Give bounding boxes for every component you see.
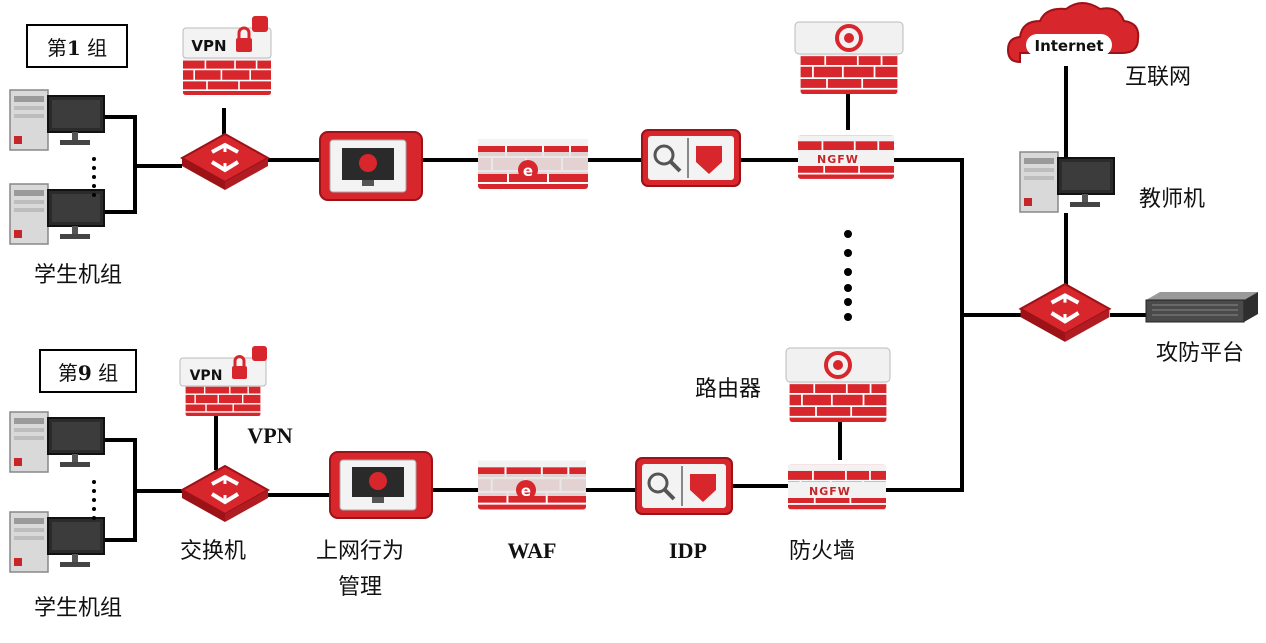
svg-text:NGFW: NGFW — [817, 153, 859, 166]
attack-defense-platform-icon — [1145, 292, 1258, 323]
firewall-icon: NGFW — [798, 134, 894, 180]
students-label: 学生机组 — [34, 596, 122, 621]
behavior-management-icon — [329, 451, 433, 519]
ellipsis-dots — [92, 480, 96, 520]
router-icon — [785, 347, 891, 422]
idp-icon — [641, 129, 741, 187]
svg-text:NGFW: NGFW — [809, 485, 851, 498]
svg-text:e: e — [523, 162, 533, 180]
internet-label: 互联网 — [1125, 65, 1191, 90]
firewall-label: 防火墙 — [789, 539, 855, 564]
link-firewall1-core — [890, 158, 964, 492]
svg-text:VPN: VPN — [190, 368, 223, 384]
firewall-icon: NGFW — [788, 463, 886, 511]
student-pc-icon — [9, 183, 105, 245]
teacher-label: 教师机 — [1139, 187, 1205, 212]
vpn-icon: VPN — [182, 16, 272, 95]
ellipsis-dots — [92, 157, 96, 197]
router-label: 路由器 — [695, 377, 761, 402]
waf-label: WAF — [508, 538, 557, 563]
vpn-label: VPN — [247, 423, 292, 448]
svg-text:VPN: VPN — [191, 37, 226, 55]
svg-text:e: e — [521, 482, 531, 500]
core-switch-icon — [1021, 284, 1110, 342]
teacher-pc-icon — [1019, 151, 1115, 213]
switch-icon — [180, 464, 270, 524]
behavior-management-icon — [319, 131, 423, 201]
link-students1-switch1 — [98, 115, 182, 214]
switch-label: 交换机 — [180, 539, 246, 564]
group-9-label: 第9 组 — [39, 349, 137, 393]
student-pc-icon — [9, 89, 105, 151]
internet-cloud-icon: Internet — [1006, 2, 1140, 64]
svg-text:第9 组: 第9 组 — [58, 361, 118, 385]
behavior-management-label-line2: 管理 — [338, 575, 382, 600]
link-students9-switch9 — [98, 438, 184, 542]
waf-icon: e — [478, 137, 588, 191]
behavior-management-label-line1: 上网行为 — [316, 539, 404, 564]
links — [98, 66, 1147, 542]
student-pc-icon — [9, 511, 105, 573]
students-label: 学生机组 — [34, 263, 122, 288]
attack-platform-label: 攻防平台 — [1156, 341, 1244, 366]
svg-text:Internet: Internet — [1034, 37, 1103, 55]
student-pc-icon — [9, 411, 105, 473]
waf-icon: e — [478, 459, 586, 511]
ellipsis-dots — [844, 230, 852, 321]
switch-icon — [180, 132, 270, 192]
idp-label: IDP — [669, 538, 707, 563]
idp-icon — [635, 457, 733, 515]
vpn-icon: VPN — [179, 346, 267, 416]
group-1-label: 第1 组 — [26, 24, 128, 68]
svg-text:第1 组: 第1 组 — [47, 36, 107, 60]
router-icon — [794, 21, 904, 94]
